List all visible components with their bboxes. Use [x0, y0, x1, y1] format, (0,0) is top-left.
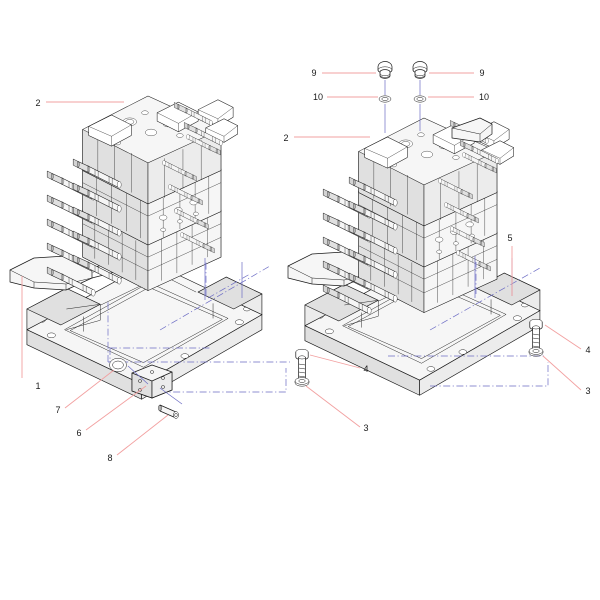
- callout-label-5: 5: [507, 233, 512, 243]
- callout-label-3a: 3: [363, 423, 368, 433]
- callout-label-1: 1: [35, 381, 40, 391]
- callout-label-2b: 2: [283, 133, 288, 143]
- right-assembly: [287, 117, 549, 396]
- callout-label-10l: 10: [313, 92, 323, 102]
- leader-6: [85, 385, 147, 431]
- callout-label-8: 8: [107, 453, 112, 463]
- o-ring-right: [413, 95, 427, 103]
- callout-labels: 1 2 2 3 4 3 4 5 6 7 8 9 9 10 10: [35, 68, 590, 463]
- callout-label-2a: 2: [35, 98, 40, 108]
- plug-cap-right: [412, 61, 428, 79]
- washer-right: [528, 347, 544, 357]
- leader-3b: [542, 355, 582, 391]
- washer-left: [294, 377, 310, 387]
- right-top-solenoids: [450, 117, 499, 164]
- callout-label-6: 6: [76, 428, 81, 438]
- left-assembly-centerlines: [107, 258, 290, 393]
- leader-7: [64, 369, 115, 409]
- leader-lines: [21, 72, 582, 456]
- leader-4a: [309, 354, 361, 369]
- o-ring-left: [378, 95, 392, 103]
- dowel-pin: [157, 404, 179, 419]
- left-assembly: [9, 95, 290, 400]
- plug-cap-left: [377, 61, 393, 79]
- leader-8: [116, 414, 169, 456]
- leader-4b: [544, 324, 582, 350]
- callout-label-3b: 3: [585, 386, 590, 396]
- leader-3a: [305, 385, 361, 428]
- callout-label-9r: 9: [479, 68, 484, 78]
- callout-label-4a: 4: [363, 364, 368, 374]
- left-valve-block: [82, 95, 238, 291]
- plug-assembly-axes: [384, 80, 421, 133]
- callout-label-10r: 10: [479, 92, 489, 102]
- callout-label-9l: 9: [311, 68, 316, 78]
- callout-label-4b: 4: [585, 345, 590, 355]
- o-ring-seal: [109, 357, 127, 373]
- small-parts-centerlines: [109, 347, 210, 405]
- callout-label-7: 7: [55, 405, 60, 415]
